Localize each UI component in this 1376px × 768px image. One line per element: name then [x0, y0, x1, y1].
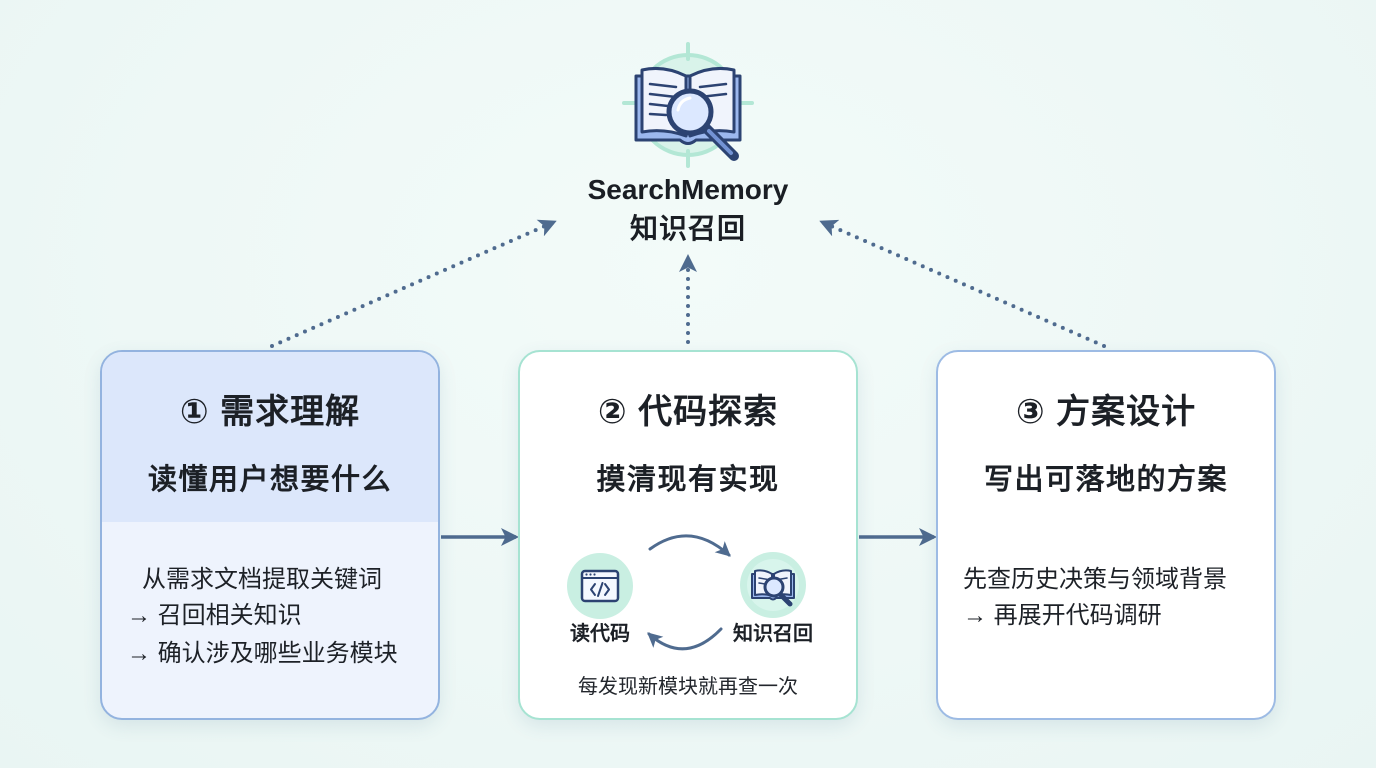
- card-subtitle: 写出可落地的方案: [983, 464, 1228, 496]
- card-body-line: → 确认涉及哪些业务模块: [127, 640, 398, 667]
- hub-title-zh: 知识召回: [629, 213, 746, 244]
- loop-caption: 每发现新模块就再查一次: [578, 676, 798, 698]
- card-requirements: ① 需求理解 读懂用户想要什么 从需求文档提取关键词 → 召回相关知识 → 确认…: [100, 350, 440, 720]
- hub-title-en: SearchMemory: [587, 174, 789, 205]
- card-body-line: → 召回相关知识: [127, 602, 302, 629]
- card-title: ③ 方案设计: [1015, 393, 1197, 431]
- card-body-line: 从需求文档提取关键词: [142, 566, 382, 593]
- card-body-line: 先查历史决策与领域背景: [963, 566, 1227, 593]
- read-code-label: 读代码: [570, 623, 630, 645]
- card-subtitle: 摸清现有实现: [596, 464, 780, 496]
- knowledge-recall-label: 知识召回: [733, 623, 813, 645]
- code-window-icon: [580, 569, 620, 603]
- card-subtitle: 读懂用户想要什么: [147, 464, 392, 496]
- magnifier: [666, 88, 739, 161]
- read-code-node: [567, 553, 633, 619]
- knowledge-recall-node: [740, 552, 806, 618]
- card-title: ① 需求理解: [179, 393, 361, 431]
- card-body-line: → 再展开代码调研: [963, 602, 1162, 629]
- book-search-icon: [747, 559, 799, 611]
- card-title: ② 代码探索: [597, 393, 779, 431]
- card-solution-design: ③ 方案设计 写出可落地的方案 先查历史决策与领域背景 → 再展开代码调研: [936, 350, 1276, 720]
- book-search-icon: [622, 42, 754, 168]
- loop-arrow-to-recall: [648, 534, 731, 557]
- card-header-band: [102, 352, 438, 522]
- card-code-exploration: ② 代码探索 摸清现有实现 读代码: [518, 350, 858, 720]
